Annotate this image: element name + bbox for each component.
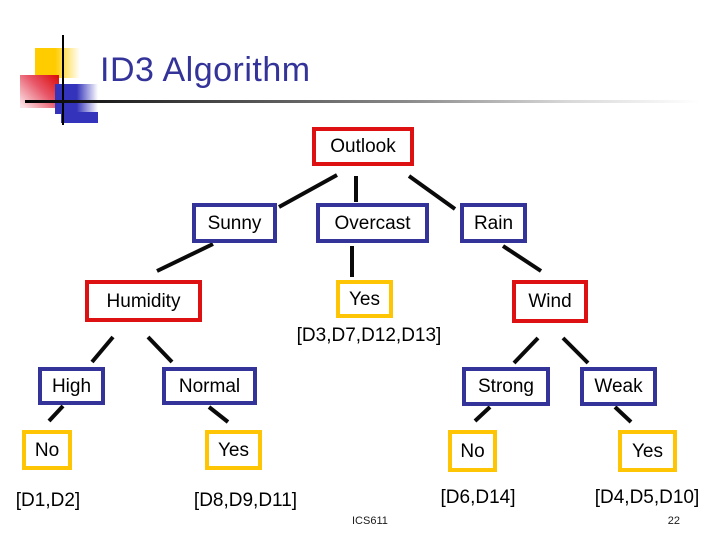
footer-course-code: ICS611 [352,515,388,527]
title-underline-rule [25,100,720,103]
decorative-vertical-line [62,35,64,125]
node-wind: Wind [512,280,588,323]
node-weak: Weak [580,367,657,406]
examples-overcast-leaf: [D3,D7,D12,D13] [296,325,442,346]
examples-normal-leaf: [D8,D9,D11] [193,490,298,511]
examples-weak-leaf: [D4,D5,D10] [594,487,700,508]
examples-high-leaf: [D1,D2] [15,490,81,511]
node-weak-leaf: Yes [618,430,677,472]
node-overcast: Overcast [316,203,429,243]
node-strong: Strong [462,367,550,406]
node-overcast-leaf: Yes [336,280,393,318]
node-strong-leaf: No [448,430,497,472]
decorative-yellow-square [35,48,80,78]
node-outlook: Outlook [312,127,414,166]
examples-strong-leaf: [D6,D14] [440,487,516,508]
node-high-leaf: No [22,430,72,470]
node-normal: Normal [162,367,257,405]
decorative-blue-square-lower [61,112,98,123]
node-normal-leaf: Yes [205,430,262,470]
node-high: High [38,367,105,405]
footer-page-number: 22 [667,515,680,527]
slide-title: ID3 Algorithm [100,51,311,89]
node-sunny: Sunny [192,203,277,243]
node-rain: Rain [460,203,527,243]
node-humidity: Humidity [85,280,202,322]
